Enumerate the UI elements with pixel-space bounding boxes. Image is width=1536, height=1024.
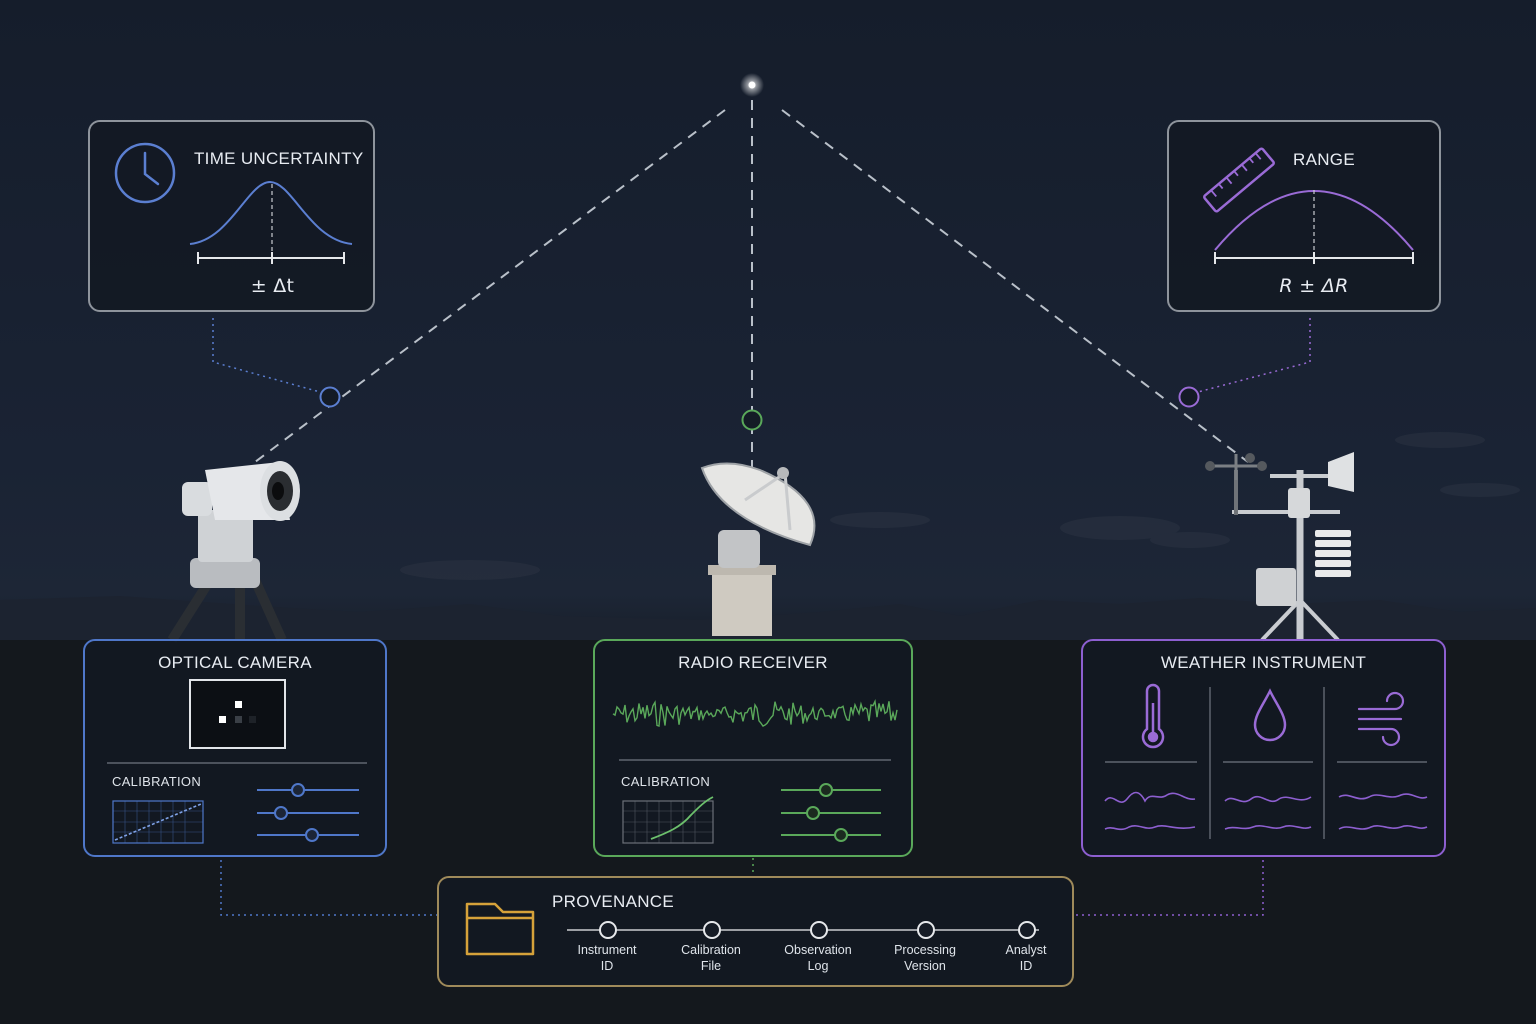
time-uncertainty-panel: TIME UNCERTAINTY ± Δt	[88, 120, 375, 312]
radio-slider-3-handle[interactable]	[834, 828, 848, 842]
connector-time	[212, 318, 321, 393]
connector-weather	[1074, 860, 1264, 916]
range-panel: RANGE R ± ΔR	[1167, 120, 1441, 312]
node-weather	[1178, 386, 1200, 408]
time-panel-graphics	[114, 142, 353, 264]
node-optical	[319, 386, 341, 408]
weather-station	[1205, 452, 1354, 642]
optical-slider-3-handle[interactable]	[305, 828, 319, 842]
clouds	[400, 432, 1520, 580]
range-panel-title: RANGE	[1293, 150, 1355, 169]
time-gaussian-curve	[189, 180, 353, 245]
droplet-icon	[1253, 688, 1287, 742]
radio-telescope	[700, 462, 816, 636]
radio-calibration-label: CALIBRATION	[621, 774, 711, 789]
thermometer-icon	[1141, 683, 1165, 749]
provenance-graphics	[465, 902, 1039, 956]
optical-telescope	[167, 461, 300, 643]
target-star	[748, 81, 756, 89]
range-formula: R ± ΔR	[1279, 275, 1349, 297]
radio-receiver-panel: RADIO RECEIVER CALIBRATION	[593, 639, 913, 857]
provenance-step-node	[1018, 921, 1036, 939]
node-radio	[741, 409, 763, 431]
connector-range	[1197, 318, 1311, 393]
clock-icon	[114, 142, 176, 204]
optical-slider-2-handle[interactable]	[274, 806, 288, 820]
provenance-step-node	[810, 921, 828, 939]
folder-icon	[465, 902, 535, 956]
optical-panel-title: OPTICAL CAMERA	[158, 653, 312, 672]
optical-camera-panel: OPTICAL CAMERA	[83, 639, 387, 857]
radio-panel-graphics	[612, 698, 898, 844]
weather-panel-graphics	[1104, 683, 1428, 839]
optical-calibration-label: CALIBRATION	[112, 774, 202, 789]
optical-slider-1-handle[interactable]	[291, 783, 305, 797]
camera-frame-preview	[189, 679, 286, 749]
ruler-icon	[1203, 147, 1275, 213]
range-panel-graphics	[1203, 147, 1414, 264]
radio-slider-1-handle[interactable]	[819, 783, 833, 797]
weather-panel-title: WEATHER INSTRUMENT	[1160, 653, 1367, 672]
radio-calibration-plot	[622, 796, 714, 844]
provenance-title: PROVENANCE	[552, 892, 675, 911]
optical-sliders	[257, 789, 359, 836]
radio-signal-waveform	[612, 698, 898, 728]
provenance-step-node	[703, 921, 721, 939]
provenance-step-node	[599, 921, 617, 939]
star-pixel-2	[219, 716, 226, 723]
optical-panel-graphics	[107, 679, 367, 844]
connector-optical	[220, 860, 437, 916]
time-formula: ± Δt	[250, 275, 295, 297]
radio-slider-2-handle[interactable]	[806, 806, 820, 820]
radio-panel-title: RADIO RECEIVER	[678, 653, 828, 672]
wind-icon	[1357, 691, 1405, 747]
provenance-step-node	[917, 921, 935, 939]
optical-calibration-plot	[112, 800, 204, 844]
weather-trend-lines	[1104, 791, 1428, 831]
radio-sliders	[781, 789, 881, 836]
time-panel-title: TIME UNCERTAINTY	[194, 149, 364, 168]
weather-instrument-panel: WEATHER INSTRUMENT	[1081, 639, 1446, 857]
star-pixel-1	[235, 701, 242, 708]
